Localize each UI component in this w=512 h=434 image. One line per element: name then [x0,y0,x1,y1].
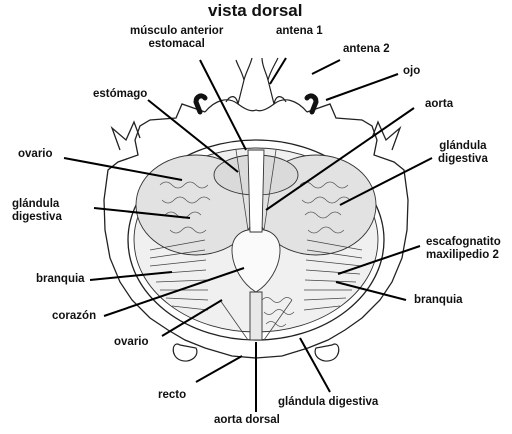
gills [149,149,363,341]
label-aorta-dorsal: aorta dorsal [214,414,280,426]
label-ovario-bottom: ovario [114,336,149,348]
label-branquia-right: branquia [414,294,463,306]
leader-lines [63,57,433,412]
appendage-stubs [172,343,340,362]
eyes [193,93,319,115]
internal-body [133,147,379,341]
label-aorta: aorta [425,98,454,110]
label-musculo-anterior-estomacal: músculo anterior estomacal [130,25,224,50]
label-ojo: ojo [403,65,421,77]
label-glandula-digestiva-left: glándula digestiva [12,198,62,223]
diagram-title: vista dorsal [208,1,303,20]
label-corazon: corazón [52,310,97,322]
label-antena-2: antena 2 [343,43,390,55]
label-escafognatito-maxilipedio-2: escafognatito maxilipedio 2 [426,236,501,261]
head-region [204,57,308,113]
gland-tubules [159,181,351,327]
label-antena-1: antena 1 [276,25,323,37]
label-estomago: estómago [93,88,148,100]
label-branquia-left: branquia [36,273,85,285]
label-glandula-digestiva-right: glándula digestiva [438,140,488,165]
label-ovario-left: ovario [18,148,53,160]
label-recto: recto [158,389,187,401]
label-glandula-digestiva-bottom: glándula digestiva [278,396,379,408]
